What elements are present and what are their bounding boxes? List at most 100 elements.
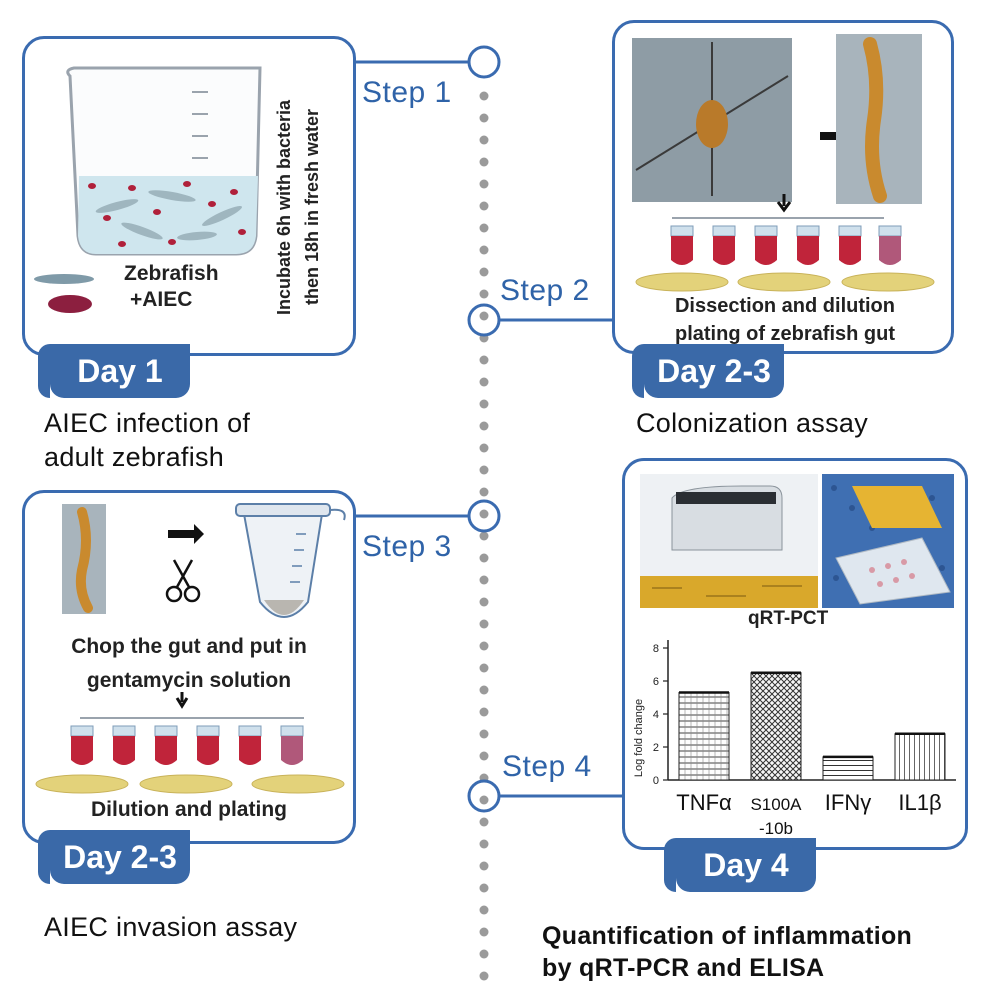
- step-1-label: Step 1: [362, 76, 452, 109]
- dissection-illustration: [632, 34, 935, 292]
- timeline-dot: [479, 707, 489, 717]
- timeline-dot: [479, 839, 489, 849]
- timeline-dot: [479, 927, 489, 937]
- chart-x-labels: TNFα S100A -10b IFNγ IL1β: [676, 790, 941, 838]
- y-tick-label: 6: [653, 676, 659, 688]
- tube-cap: [796, 225, 820, 237]
- x-tick-label: S100A: [750, 795, 802, 814]
- timeline-dot: [479, 575, 489, 585]
- day-4-tab: Day 4: [664, 838, 816, 892]
- timeline-dot: [479, 685, 489, 695]
- aiec-label: +AIEC: [130, 288, 193, 311]
- chart-ylabel: Log fold change: [633, 699, 645, 777]
- y-tick-label: 2: [653, 742, 659, 754]
- timeline-dot: [479, 223, 489, 233]
- tube-cap: [112, 725, 136, 737]
- chop-note: Chop the gut and put in gentamycin solut…: [34, 630, 344, 698]
- x-tick-label: IL1β: [898, 790, 941, 815]
- tube: [671, 236, 693, 265]
- caption-line-2: adult zebrafish: [44, 442, 225, 472]
- dilution-tubes: [70, 725, 304, 765]
- panel-3-caption: AIEC invasion assay: [44, 912, 298, 942]
- step-connectors: [356, 45, 622, 813]
- dilution-tubes: [670, 225, 902, 265]
- beaker-illustration: [34, 66, 262, 313]
- bar-4: [894, 733, 946, 781]
- timeline-dot: [479, 443, 489, 453]
- y-tick-label: 0: [653, 775, 659, 787]
- timeline-dot: [479, 971, 489, 981]
- chop-note-line-2: gentamycin solution: [86, 669, 292, 692]
- x-tick-label: TNFα: [676, 790, 732, 815]
- qpcr-photo: [640, 474, 954, 608]
- step-3-label: Step 3: [362, 530, 452, 563]
- panel-1-caption: AIEC infection of adult zebrafish: [44, 406, 250, 474]
- tube-cap: [70, 725, 94, 737]
- timeline-dot: [479, 113, 489, 123]
- timeline-dot: [479, 289, 489, 299]
- y-tick-label: 8: [653, 643, 659, 655]
- timeline-dot: [479, 619, 489, 629]
- x-tick-label: -10b: [759, 819, 793, 838]
- incubation-text: Incubate 6h with bacteria then 18h in fr…: [270, 72, 330, 342]
- timeline-dots: [479, 91, 489, 981]
- tube-cap: [838, 225, 862, 237]
- timeline-dot: [479, 399, 489, 409]
- caption-line-2: by qRT-PCR and ELISA: [542, 954, 825, 982]
- bar-2: [750, 672, 802, 781]
- qpcr-photo-label: qRT-PCT: [748, 608, 829, 629]
- panel-4-caption: Quantification of inflammation by qRT-PC…: [542, 920, 912, 984]
- tube-cap: [154, 725, 178, 737]
- tube: [839, 236, 861, 265]
- tube-cap: [670, 225, 694, 237]
- tube: [281, 736, 303, 765]
- tube: [755, 236, 777, 265]
- timeline-dot: [479, 267, 489, 277]
- tube-cap: [196, 725, 220, 737]
- dissection-note-line-2: plating of zebrafish gut: [675, 323, 895, 345]
- step-2-label: Step 2: [500, 274, 590, 307]
- timeline-dot: [479, 465, 489, 475]
- timeline-dot: [479, 245, 489, 255]
- timeline-dot: [479, 729, 489, 739]
- tube: [155, 736, 177, 765]
- day-2-3-tab-invasion: Day 2-3: [38, 830, 190, 884]
- timeline-dot: [479, 949, 489, 959]
- timeline-dot: [479, 795, 489, 805]
- timeline-dot: [479, 531, 489, 541]
- timeline-dot: [479, 91, 489, 101]
- dissection-note: Dissection and dilution plating of zebra…: [630, 292, 940, 348]
- dilution-note: Dilution and plating: [91, 798, 287, 821]
- timeline-dot: [479, 377, 489, 387]
- timeline-dot: [479, 355, 489, 365]
- timeline-dot: [479, 817, 489, 827]
- day-2-3-tab: Day 2-3: [632, 344, 784, 398]
- tube: [797, 236, 819, 265]
- tube-cap: [280, 725, 304, 737]
- tube-cap: [754, 225, 778, 237]
- chop-illustration: [35, 503, 346, 794]
- tube: [879, 236, 901, 265]
- step-4-label: Step 4: [502, 750, 592, 783]
- chart-bars: [678, 671, 946, 781]
- chop-note-line-1: Chop the gut and put in: [71, 635, 307, 658]
- tube-cap: [712, 225, 736, 237]
- timeline-dot: [479, 421, 489, 431]
- tube: [713, 236, 735, 265]
- tube: [71, 736, 93, 765]
- timeline-dot: [479, 157, 489, 167]
- bar-1: [678, 692, 730, 781]
- incubation-line-2: then 18h in fresh water: [302, 108, 322, 306]
- timeline-dot: [479, 487, 489, 497]
- x-tick-label: IFNγ: [825, 790, 871, 815]
- tube: [197, 736, 219, 765]
- tube: [239, 736, 261, 765]
- zebrafish-label: Zebrafish: [124, 262, 219, 285]
- timeline-dot: [479, 311, 489, 321]
- timeline-dot: [479, 663, 489, 673]
- timeline-dot: [479, 179, 489, 189]
- tube: [113, 736, 135, 765]
- timeline-dot: [479, 597, 489, 607]
